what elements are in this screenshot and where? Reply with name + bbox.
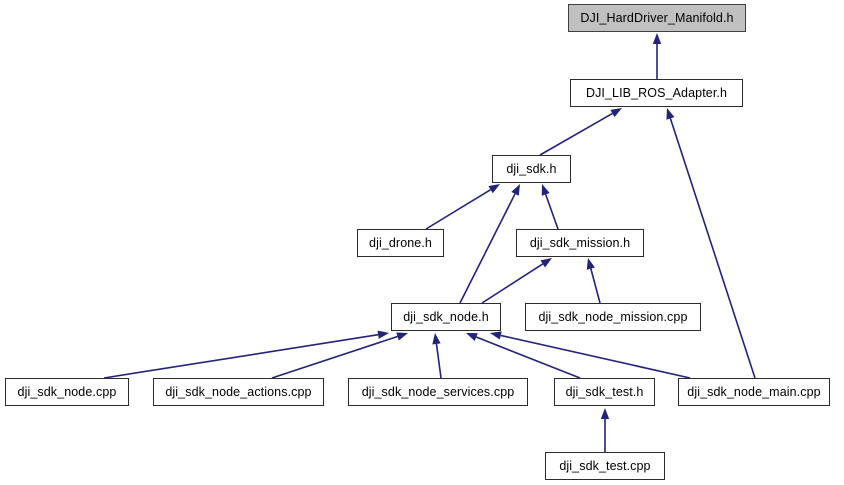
arrow-head-icon	[610, 108, 622, 118]
graph-node-label: dji_sdk_node_main.cpp	[687, 384, 821, 399]
arrow-head-icon	[600, 408, 610, 419]
graph-node-dji_drone_h[interactable]: dji_drone.h	[357, 229, 444, 257]
edge-line	[590, 268, 601, 304]
arrow-head-icon	[377, 330, 389, 339]
edge-line	[544, 194, 559, 230]
arrow-head-icon	[490, 331, 502, 340]
graph-node-label: dji_drone.h	[369, 235, 432, 250]
edge-node_main_cpp-to-ros_adapter	[666, 108, 756, 379]
graph-node-node_main_cpp[interactable]: dji_sdk_node_main.cpp	[678, 378, 830, 406]
edge-dji_sdk_node_h-to-dji_sdk_mission_h	[481, 258, 552, 304]
edge-dji_sdk_mission_h-to-dji_sdk_h	[541, 184, 559, 230]
edge-node_services_cpp-to-dji_sdk_node_h	[432, 333, 442, 379]
graph-node-hd_manifold[interactable]: DJI_HardDriver_Manifold.h	[568, 4, 746, 32]
graph-node-label: dji_sdk_test.h	[565, 384, 644, 399]
arrow-head-icon	[488, 184, 500, 194]
graph-node-dji_sdk_test_h[interactable]: dji_sdk_test.h	[554, 378, 655, 406]
arrow-head-icon	[541, 184, 550, 196]
arrow-head-icon	[396, 332, 408, 341]
graph-node-label: dji_sdk_node_mission.cpp	[538, 309, 688, 324]
arrow-head-icon	[652, 33, 662, 44]
graph-node-label: dji_sdk_mission.h	[529, 235, 631, 250]
edge-line	[500, 334, 691, 379]
arrow-head-icon	[511, 184, 520, 196]
edge-dji_sdk_node_h-to-dji_sdk_h	[459, 184, 520, 304]
graph-node-node_actions_cpp[interactable]: dji_sdk_node_actions.cpp	[153, 378, 324, 406]
graph-node-node_mission_cpp[interactable]: dji_sdk_node_mission.cpp	[525, 303, 701, 331]
graph-node-ros_adapter[interactable]: DJI_LIB_ROS_Adapter.h	[570, 79, 743, 107]
graph-node-label: DJI_HardDriver_Manifold.h	[580, 10, 734, 25]
edge-dji_sdk_h-to-ros_adapter	[539, 108, 622, 156]
edge-dji_sdk_test_h-to-dji_sdk_node_h	[466, 333, 581, 379]
arrow-head-icon	[466, 333, 478, 341]
edge-line	[271, 335, 398, 379]
graph-node-label: dji_sdk_node_services.cpp	[361, 384, 515, 399]
arrow-head-icon	[666, 108, 675, 120]
edge-line	[435, 343, 442, 379]
arrow-head-icon	[540, 258, 552, 268]
graph-node-dji_sdk_h[interactable]: dji_sdk.h	[492, 155, 571, 183]
graph-node-label: DJI_LIB_ROS_Adapter.h	[585, 85, 728, 100]
graph-node-label: dji_sdk_node.h	[403, 309, 489, 324]
edge-line	[475, 336, 581, 379]
arrow-head-icon	[432, 333, 441, 345]
graph-node-label: dji_sdk_test.cpp	[559, 458, 651, 473]
edge-line	[539, 112, 613, 156]
edge-line	[481, 263, 544, 304]
graph-node-dji_sdk_node_h[interactable]: dji_sdk_node.h	[391, 303, 501, 331]
graph-node-dji_sdk_test_cpp[interactable]: dji_sdk_test.cpp	[545, 452, 665, 480]
graph-node-node_services_cpp[interactable]: dji_sdk_node_services.cpp	[348, 378, 528, 406]
edge-line	[425, 189, 492, 230]
edge-node_actions_cpp-to-dji_sdk_node_h	[271, 332, 408, 379]
edge-line	[669, 118, 756, 379]
graph-node-label: dji_sdk.h	[506, 161, 557, 176]
edge-dji_sdk_test_cpp-to-dji_sdk_test_h	[600, 408, 610, 452]
edge-node_mission_cpp-to-dji_sdk_mission_h	[586, 258, 601, 304]
edge-line	[103, 333, 379, 379]
edge-node_main_cpp-to-dji_sdk_node_h	[490, 331, 691, 379]
graph-node-label: dji_sdk_node_actions.cpp	[165, 384, 312, 399]
graph-node-node_cpp[interactable]: dji_sdk_node.cpp	[5, 378, 129, 406]
graph-node-label: dji_sdk_node.cpp	[17, 384, 117, 399]
graph-node-dji_sdk_mission_h[interactable]: dji_sdk_mission.h	[516, 229, 644, 257]
arrow-head-icon	[586, 258, 595, 270]
edge-line	[459, 193, 516, 304]
edge-ros_adapter-to-hd_manifold	[652, 33, 662, 79]
edge-node_cpp-to-dji_sdk_node_h	[103, 330, 389, 379]
edge-dji_drone_h-to-dji_sdk_h	[425, 184, 500, 230]
